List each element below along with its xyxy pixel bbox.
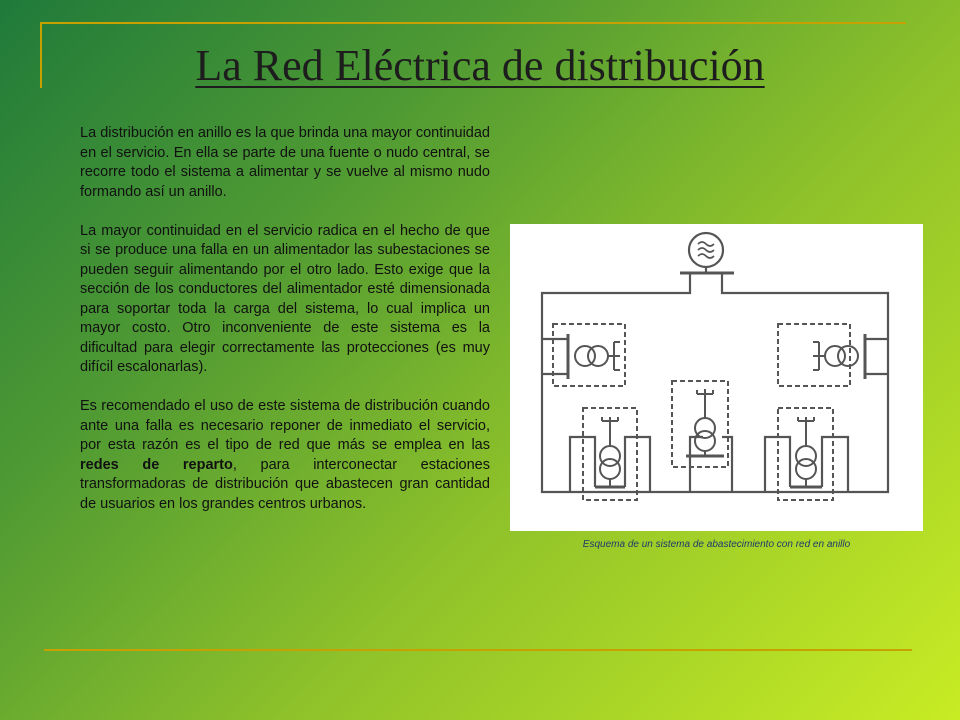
transformer-icon [599,445,621,467]
figure-caption: Esquema de un sistema de abastecimiento … [582,539,851,550]
paragraph-1: La distribución en anillo es la que brin… [80,125,490,200]
gold-vertical-rule [40,22,42,88]
transformer-icon [574,345,596,367]
substation-box-center [671,380,729,468]
paragraph-2: La mayor continuidad en el servicio radi… [80,222,490,376]
transformer-icon [694,417,716,439]
paragraph-3: Es recomendado el uso de este sistema de… [80,397,490,514]
gold-bottom-rule [44,649,912,651]
body-text: La distribución en anillo es la que brin… [80,124,490,514]
substation-box-left [552,323,626,387]
ring-network-svg [540,231,890,501]
transformer-icon [837,345,859,367]
paragraph-3-start: Es recomendado el uso de este sistema de… [80,398,490,453]
slide-title: La Red Eléctrica de distribución [195,41,765,90]
paragraph-3-bold: redes de reparto [80,456,233,473]
paragraph-3-end: , para interconectar estaciones transfor… [80,456,490,512]
transformer-icon [795,445,817,467]
ring-network-diagram [510,224,923,531]
substation-box-right [777,323,851,387]
substation-box-bottom-right [777,407,834,501]
substation-box-bottom-left [582,407,638,501]
gold-top-rule [40,22,906,24]
